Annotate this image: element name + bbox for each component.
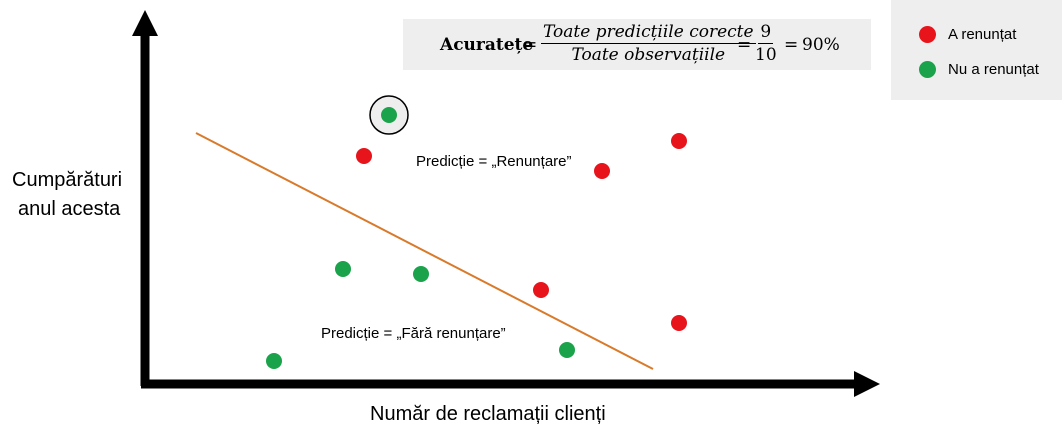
- x-axis-arrowhead: [854, 371, 880, 397]
- formula-equals-3: =: [784, 35, 799, 55]
- formula-denominator: Toate observațiile: [571, 45, 726, 65]
- formula-term: Acuratețe: [440, 35, 534, 55]
- y-axis-label-line-2: anul acesta: [18, 198, 121, 220]
- formula-fraction-value: 9 10: [755, 23, 777, 64]
- point-stayed: [413, 266, 429, 282]
- point-stayed: [559, 342, 575, 358]
- formula-numerator: Toate predicțiile corecte: [541, 22, 756, 44]
- formula-result: 90%: [802, 35, 840, 55]
- formula-value-numerator: 9: [758, 22, 774, 44]
- y-axis-label-line-1: Cumpărături: [12, 169, 122, 191]
- legend-label-churned: A renunțat: [948, 26, 1017, 43]
- point-churned: [671, 133, 687, 149]
- point-churned: [671, 315, 687, 331]
- decision-boundary-line: [195, 132, 654, 370]
- accuracy-formula-box: Acuratețe = Toate predicțiile corecte To…: [403, 19, 871, 70]
- legend-swatch-churned: [919, 26, 936, 43]
- legend-swatch-stayed: [919, 61, 936, 78]
- formula-equals-2: =: [737, 35, 752, 55]
- x-axis-label: Număr de reclamații clienți: [370, 403, 606, 425]
- point-churned: [533, 282, 549, 298]
- formula-fraction-main: Toate predicțiile corecte Toate observaț…: [541, 23, 756, 64]
- legend-item-stayed: Nu a renunțat: [919, 61, 1039, 78]
- point-stayed: [266, 353, 282, 369]
- region-label-lower: Predicție = „Fără renunțare”: [321, 325, 506, 342]
- point-churned: [356, 148, 372, 164]
- legend-item-churned: A renunțat: [919, 26, 1016, 43]
- point-stayed: [381, 107, 397, 123]
- legend: A renunțat Nu a renunțat: [891, 0, 1062, 100]
- y-axis-arrowhead: [132, 10, 158, 36]
- point-churned: [594, 163, 610, 179]
- formula-value-denominator: 10: [755, 45, 777, 65]
- legend-label-stayed: Nu a renunțat: [948, 61, 1039, 78]
- point-stayed: [335, 261, 351, 277]
- region-label-upper: Predicție = „Renunțare”: [416, 153, 572, 170]
- formula-equals: =: [523, 35, 538, 55]
